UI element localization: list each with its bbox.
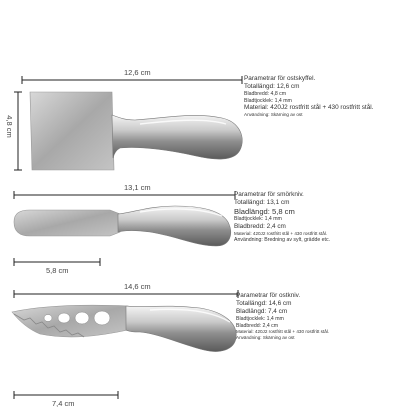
spec-block-cheese-knife: Parametrar för ostkniv. Totallängd: 14,6… [236,292,329,340]
spec-blade-width: Bladbredd: 2,4 cm [236,322,279,329]
spec-blade-thickness: Bladtjocklek: 1,4 mm [234,216,282,223]
length-label-slicer: 12,6 cm [124,68,151,77]
spec-material: Material: 420J2 rostfritt stål + 430 ros… [234,230,328,236]
spec-use: Användning: Bredning av sylt, grädde etc… [234,236,331,243]
width-label-butter-knife: 5,8 cm [46,266,69,275]
spec-heading: Parametrar för ostkniv. [236,292,301,299]
dimension-lines [13,76,243,399]
spec-blade-width: Bladbredd: 2,4 cm [234,222,286,230]
spec-total-length: Totallängd: 13,1 cm [234,199,290,206]
spec-block-slicer: Parametrar för ostskyffel. Totallängd: 1… [244,75,373,118]
butter-knife-illustration [13,205,231,247]
spec-blade-width: Bladbredd: 4,8 cm [244,91,287,97]
spec-total-length: Totallängd: 14,6 cm [236,300,292,307]
spec-blade-length: Bladlängd: 7,4 cm [236,308,288,315]
spec-blade-thickness: Bladtjocklek: 1,4 mm [244,97,292,104]
cheese-slicer-illustration [29,91,243,171]
spec-blade-thickness: Bladtjocklek: 1,4 mm [236,316,284,322]
width-label-slicer: 4,8 cm [4,115,14,138]
spec-blade-length: Bladlängd: 5,8 cm [234,207,295,216]
length-label-butter-knife: 13,1 cm [124,183,151,192]
spec-material: Material: 420J2 rostfritt stål + 430 ros… [236,329,330,334]
cheese-knife-illustration [11,304,237,352]
spec-block-butter-knife: Parametrar för smörkniv. Totallängd: 13,… [234,191,330,243]
spec-heading: Parametrar för smörkniv. [234,191,304,198]
spec-heading: Parametrar för ostskyffel. [244,75,316,82]
spec-use: Användning: Skärning av ost [244,112,303,117]
width-label-cheese-knife: 7,4 cm [52,399,75,408]
length-label-cheese-knife: 14,6 cm [124,282,151,291]
spec-material: Material: 420J2 rostfritt stål + 430 ros… [244,104,374,111]
spec-use: Användning: Skärning av ost [236,334,295,340]
spec-total-length: Totallängd: 12,6 cm [244,83,300,90]
